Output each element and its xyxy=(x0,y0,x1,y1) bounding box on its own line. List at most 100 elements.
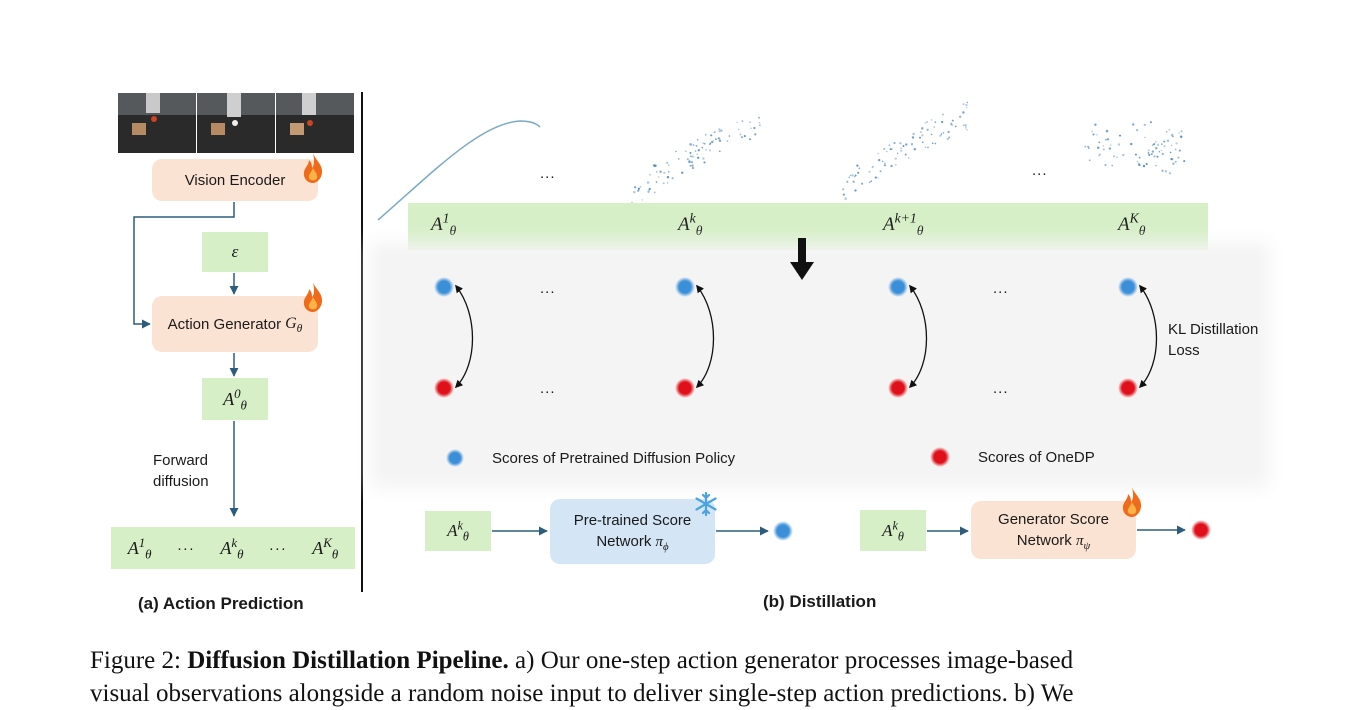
scatter-point xyxy=(1109,144,1112,146)
scatter-point xyxy=(899,142,902,145)
scatter-point xyxy=(691,155,694,158)
scatter-point xyxy=(711,140,714,144)
scatter-point xyxy=(950,122,953,126)
generator-score-network-box: Generator Score Network πψ xyxy=(971,501,1136,559)
scatter-point xyxy=(641,199,644,201)
scatter-point xyxy=(947,130,950,134)
scatter-point xyxy=(1168,128,1171,131)
flame-icon xyxy=(1120,486,1144,523)
scatter-point xyxy=(657,176,660,178)
legend-red-label: Scores of OneDP xyxy=(978,449,1095,466)
scatter-point xyxy=(842,193,845,196)
scatter-point xyxy=(647,190,650,194)
scatter-point xyxy=(930,119,933,121)
scatter-point xyxy=(941,120,944,124)
scatter-point xyxy=(941,113,944,116)
scatter-point xyxy=(1183,160,1186,163)
scatter-point xyxy=(965,127,967,129)
score-pair-4 xyxy=(1118,277,1158,398)
scatter-point xyxy=(684,150,687,153)
scatter-point xyxy=(895,163,897,166)
scatter-point xyxy=(692,144,695,146)
scatter-point xyxy=(966,129,968,131)
scatter-point xyxy=(884,162,886,165)
down-arrow-icon xyxy=(790,238,814,280)
scatter-point xyxy=(934,121,937,123)
scatter-point xyxy=(671,177,674,180)
scatter-point xyxy=(631,201,633,204)
scatter-point xyxy=(854,174,857,177)
scatter-point xyxy=(696,138,699,141)
scatter-point xyxy=(920,127,924,130)
vision-encoder-label: Vision Encoder xyxy=(184,171,286,189)
scatter-point xyxy=(902,145,905,147)
scatter-point xyxy=(688,160,691,163)
scatter-point xyxy=(666,175,670,179)
score-ellipsis: ... xyxy=(993,380,1009,397)
scatter-point xyxy=(877,152,879,155)
score-pair-1 xyxy=(434,277,474,398)
scatter-point xyxy=(1104,164,1107,166)
scatter-point xyxy=(1165,130,1168,133)
scatter-point xyxy=(689,143,692,146)
scatter-point xyxy=(868,181,871,184)
scatter-point xyxy=(637,187,640,190)
scatter-point xyxy=(1151,150,1155,153)
scatter-point xyxy=(728,135,731,137)
scatter-point xyxy=(649,173,652,176)
seq-item-aK: AKθ xyxy=(312,534,339,562)
scatter-point xyxy=(718,128,721,131)
scatter-point xyxy=(854,189,857,192)
generator-output-dot xyxy=(1191,520,1211,540)
scatter-point xyxy=(926,128,929,131)
kl-distillation-loss-label: KL Distillation Loss xyxy=(1168,321,1259,359)
scatter-point xyxy=(737,128,740,131)
scatter-point xyxy=(712,140,714,142)
scatter-point xyxy=(665,161,669,165)
scatter-point xyxy=(1178,149,1181,152)
scatter-point xyxy=(872,165,874,168)
scatter-point xyxy=(754,133,757,136)
scatter-point xyxy=(1158,150,1161,153)
scatter-point xyxy=(962,111,965,114)
scatter-point xyxy=(893,141,896,145)
scatter-point xyxy=(907,157,910,159)
scatter-point xyxy=(690,155,692,157)
scatter-point xyxy=(951,119,954,122)
scatter-point xyxy=(931,142,934,145)
input-ak-box-1: Akθ xyxy=(425,511,491,551)
scatter-point xyxy=(1174,161,1177,163)
scatter-point xyxy=(1113,155,1115,158)
scatter-point xyxy=(1174,148,1177,151)
scatter-point xyxy=(653,191,656,194)
scatter-point xyxy=(1142,164,1146,168)
scatter-point xyxy=(883,164,886,167)
scatter-point xyxy=(1111,164,1114,167)
score-ellipsis: ... xyxy=(993,280,1009,297)
scatter-point xyxy=(868,170,871,173)
snowflake-icon xyxy=(695,491,717,517)
scatter-point xyxy=(646,181,650,184)
scatter-point xyxy=(871,166,873,169)
scatter-point xyxy=(959,115,962,118)
scatter-point xyxy=(900,147,902,150)
scatter-point xyxy=(759,124,761,127)
scatter-point xyxy=(655,181,658,183)
scatter-point xyxy=(1138,163,1141,167)
scatter-point xyxy=(691,161,693,163)
scatter-point xyxy=(881,160,884,163)
scatter-point xyxy=(1103,148,1105,151)
ak-symbol: Akθ xyxy=(882,517,904,543)
pretrained-label-line1: Pre-trained Score xyxy=(573,512,692,529)
scatter-point xyxy=(1084,145,1087,148)
scatter-point xyxy=(888,144,891,147)
scatter-point xyxy=(940,133,943,135)
bar-item-aK: AKθ xyxy=(1118,210,1146,238)
scatter-point xyxy=(926,121,928,123)
noise-epsilon-box: ε xyxy=(202,232,268,272)
scatter-point xyxy=(948,136,951,139)
scatter-point xyxy=(1105,138,1107,141)
seq-item-a1: A1θ xyxy=(127,534,152,562)
scatter-point xyxy=(964,124,967,127)
scatter-point xyxy=(852,181,855,184)
